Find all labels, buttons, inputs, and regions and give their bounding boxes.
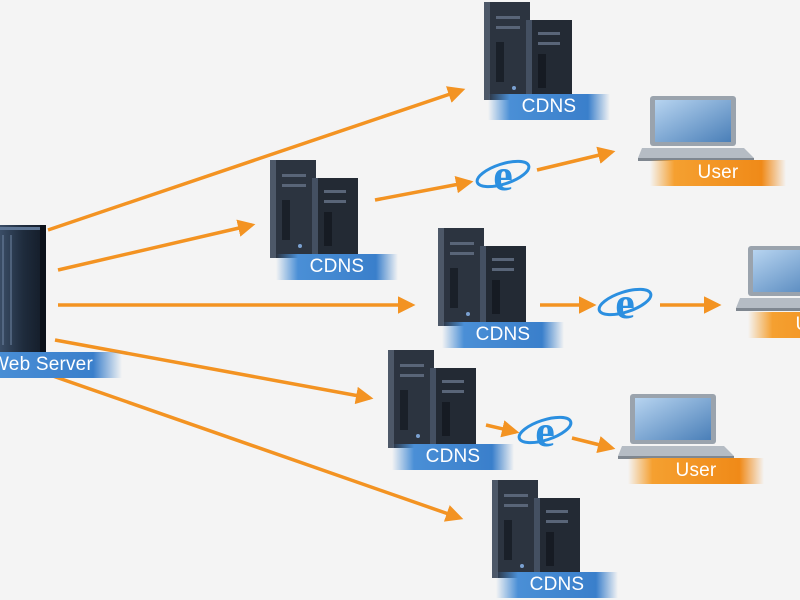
- arrow-ie-to-user-1: [536, 146, 616, 172]
- user-label-2: User: [748, 312, 800, 338]
- web-server: [0, 225, 60, 355]
- arrow-server-to-cdns-1: [47, 86, 466, 232]
- tower-server-icon: [438, 228, 526, 326]
- cdns-node-2: [268, 160, 368, 260]
- cdns-node-5: [490, 480, 590, 580]
- tower-server-icon: [484, 2, 572, 100]
- arrow-server-to-cdns-4: [54, 338, 374, 405]
- arrow-server-to-cdns-5: [49, 373, 464, 522]
- tower-server-icon: [388, 350, 476, 448]
- web-server-label: Web Server: [0, 352, 122, 378]
- svg-text:e: e: [493, 151, 513, 200]
- laptop-icon: [736, 246, 800, 311]
- ie-node-3: e: [516, 406, 574, 458]
- ie-node-1: e: [474, 150, 532, 202]
- user-node-1: [636, 94, 756, 164]
- user-node-3: [616, 392, 736, 462]
- cdns-label-2: CDNS: [276, 254, 398, 280]
- arrow-cdns-to-ie-3: [485, 420, 520, 438]
- user-label-1: User: [650, 160, 786, 186]
- internet-explorer-icon: e: [475, 151, 531, 200]
- cdns-label-4: CDNS: [392, 444, 514, 470]
- cdns-node-4: [386, 350, 486, 450]
- cdns-label-3: CDNS: [442, 322, 564, 348]
- cdns-label-5: CDNS: [496, 572, 618, 598]
- arrow-ie-to-user-3: [571, 436, 616, 454]
- tower-server-icon: [270, 160, 358, 258]
- internet-explorer-icon: e: [597, 279, 653, 328]
- internet-explorer-icon: e: [517, 407, 573, 456]
- ie-node-2: e: [596, 278, 654, 330]
- cdns-node-1: [482, 2, 582, 102]
- user-node-2: [734, 244, 800, 314]
- laptop-icon: [618, 394, 734, 459]
- arrow-server-to-cdns-2: [57, 219, 256, 272]
- cdns-label-1: CDNS: [488, 94, 610, 120]
- laptop-icon: [638, 96, 754, 161]
- arrow-cdns-to-ie-1: [374, 176, 474, 202]
- svg-text:e: e: [615, 279, 635, 328]
- tower-server-icon: [492, 480, 580, 578]
- rack-server-icon: [0, 225, 46, 353]
- svg-text:e: e: [535, 407, 555, 456]
- cdns-node-3: [436, 228, 536, 328]
- user-label-3: User: [628, 458, 764, 484]
